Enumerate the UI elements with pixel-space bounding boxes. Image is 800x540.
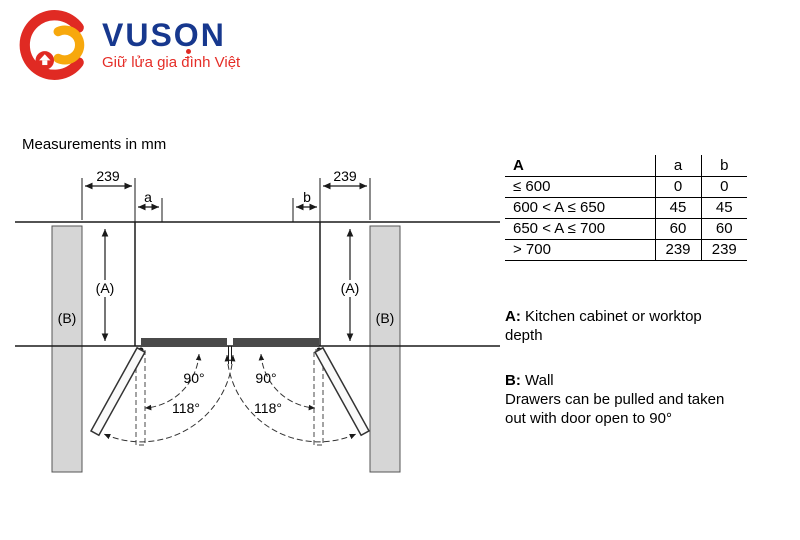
table-row: > 700 239 239 <box>505 239 747 261</box>
b-cell: 60 <box>701 218 747 240</box>
dimension-lines <box>85 182 367 341</box>
door-118-open <box>89 346 371 437</box>
legend-B-line: B: Wall <box>505 372 745 391</box>
a-cell: 45 <box>655 197 702 219</box>
legend-B: B: Wall Drawers can be pulled and taken … <box>505 372 745 428</box>
worktop-lines <box>15 221 500 347</box>
installation-diagram: (A) (A) 239 239 a b (B) (B) 90° 90° 118°… <box>15 168 500 473</box>
table-row: 600 < A ≤ 650 45 45 <box>505 197 747 219</box>
b-cell: 45 <box>701 197 747 219</box>
angle-118-left: 118° <box>172 400 200 416</box>
table-header-b: b <box>701 155 747 177</box>
depth-labels: (A) (A) <box>91 280 364 297</box>
dim-239-left: 239 <box>96 168 120 184</box>
clearance-table: A a b ≤ 600 0 0 600 < A ≤ 650 45 45 650 … <box>505 155 747 261</box>
angle-118-right: 118° <box>254 400 282 416</box>
dim-239-right: 239 <box>333 168 357 184</box>
brand-tagline: Giữ lửa gia đình Việt <box>102 54 241 71</box>
dim-b: b <box>303 189 311 205</box>
a-cell: 239 <box>655 239 702 261</box>
brand-name: VUSON <box>102 17 226 53</box>
range-cell: > 700 <box>505 239 656 261</box>
table-row: ≤ 600 0 0 <box>505 176 747 198</box>
depth-label-left: (A) <box>96 280 115 296</box>
angle-90-right: 90° <box>255 370 276 386</box>
dim-a: a <box>144 189 152 205</box>
angle-90-left: 90° <box>183 370 204 386</box>
brand-o-dot <box>186 49 191 54</box>
legend-A-key: A: <box>505 308 521 325</box>
legend-B-text: Wall <box>525 372 554 389</box>
range-cell: 600 < A ≤ 650 <box>505 197 656 219</box>
wall-label-left: (B) <box>58 310 77 326</box>
legend-A-text: Kitchen cabinet or worktop depth <box>505 308 702 344</box>
table-header-a: a <box>655 155 702 177</box>
b-cell: 239 <box>701 239 747 261</box>
diagram-title: Measurements in mm <box>22 136 167 153</box>
table-header-A: A <box>505 155 656 177</box>
table-row: 650 < A ≤ 700 60 60 <box>505 218 747 240</box>
legend-A: A: Kitchen cabinet or worktop depth <box>505 308 733 346</box>
b-cell: 0 <box>701 176 747 198</box>
fridge-front <box>138 338 322 364</box>
door-90-outline <box>135 349 324 446</box>
legend-note: Drawers can be pulled and taken out with… <box>505 390 725 427</box>
range-cell: 650 < A ≤ 700 <box>505 218 656 240</box>
range-cell: ≤ 600 <box>505 176 656 198</box>
wall-label-right: (B) <box>376 310 395 326</box>
legend-B-key: B: <box>505 372 521 389</box>
depth-label-right: (A) <box>341 280 360 296</box>
extension-lines <box>81 178 371 222</box>
logo: VUSON Giữ lửa gia đình Việt <box>16 8 240 82</box>
wall-left <box>51 225 83 473</box>
a-cell: 60 <box>655 218 702 240</box>
wall-right <box>369 225 401 473</box>
logo-text: VUSON Giữ lửa gia đình Việt <box>102 19 240 71</box>
door-swing-arcs <box>103 353 357 443</box>
table-header-row: A a b <box>505 155 747 177</box>
vuson-logo-icon <box>19 10 85 80</box>
a-cell: 0 <box>655 176 702 198</box>
